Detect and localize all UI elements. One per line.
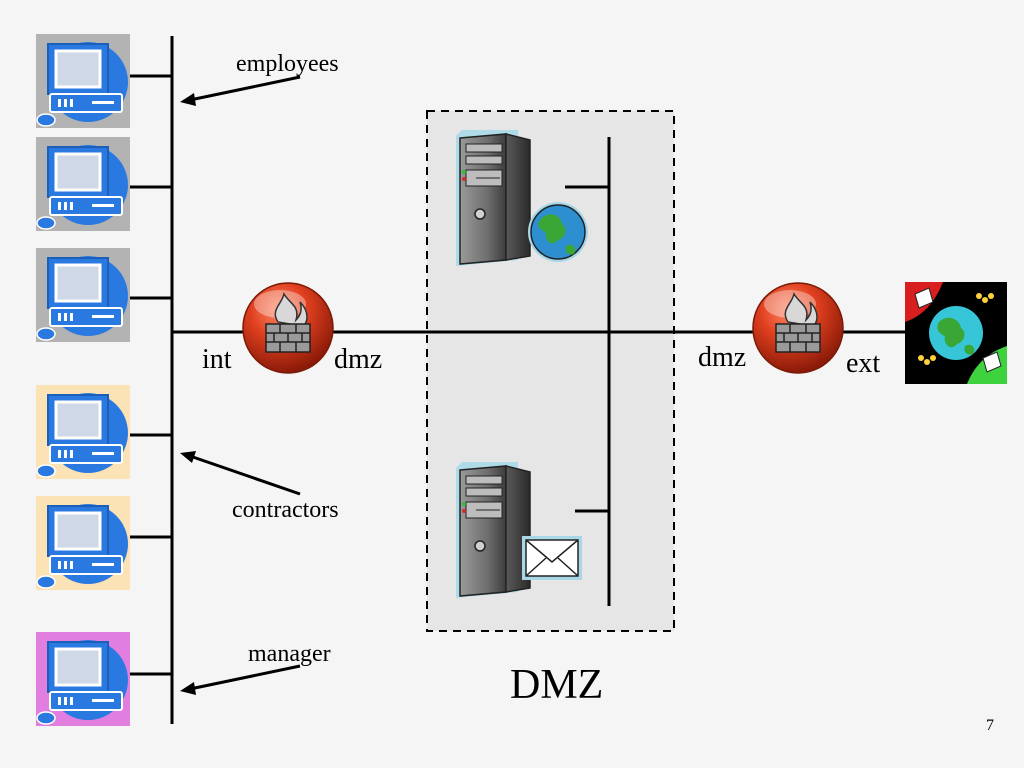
web-server-icon <box>455 129 588 267</box>
contractors-arrow <box>180 451 301 496</box>
dmz-zone-title: DMZ <box>510 662 604 708</box>
dmz-right-label: dmz <box>698 342 747 373</box>
manager-label: manager <box>248 641 331 667</box>
dmz-left-label: dmz <box>334 344 383 375</box>
computer-icon-employee-1 <box>35 34 130 128</box>
computer-icon-employee-3 <box>35 248 130 342</box>
firewall-icon-internal <box>242 282 334 374</box>
employees-arrow <box>180 75 301 106</box>
employees-label: employees <box>236 51 339 77</box>
page-number: 7 <box>986 717 994 734</box>
internet-icon <box>905 282 1007 384</box>
computer-icon-contractor-2 <box>35 496 130 590</box>
manager-arrow <box>180 664 301 695</box>
ext-label: ext <box>846 348 881 379</box>
mail-server-icon <box>455 461 582 599</box>
computer-icon-manager <box>35 632 130 726</box>
int-label: int <box>202 344 232 375</box>
computer-icon-contractor-1 <box>35 385 130 479</box>
contractors-label: contractors <box>232 497 339 523</box>
computer-icon-employee-2 <box>35 137 130 231</box>
firewall-icon-external <box>752 282 844 374</box>
